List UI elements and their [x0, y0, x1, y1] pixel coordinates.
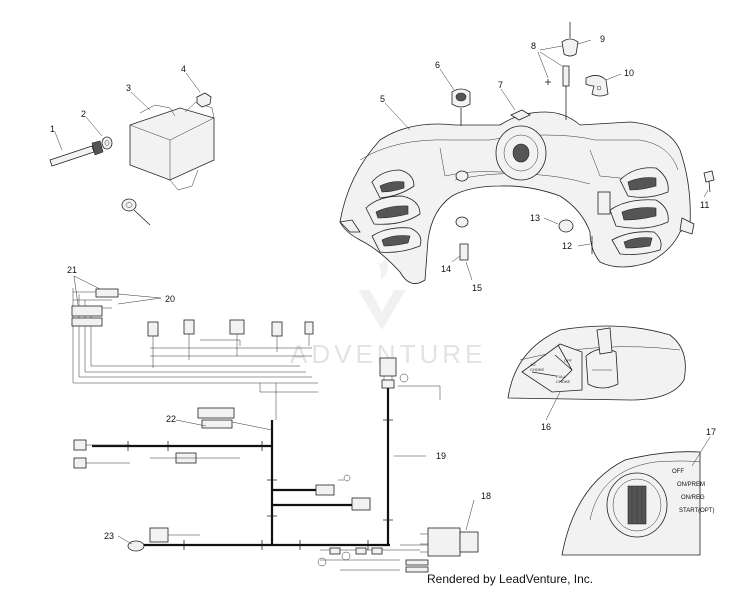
svg-text:FULL: FULL	[556, 374, 567, 379]
callout-16: 16	[541, 422, 551, 432]
callout-20: 20	[165, 294, 175, 304]
ignition-start-label: START(OPT)	[679, 508, 714, 514]
svg-text:1/2: 1/2	[530, 362, 536, 367]
callout-22: 22	[166, 414, 176, 424]
render-credit: Rendered by LeadVenture, Inc.	[427, 572, 594, 586]
callout-23: 23	[104, 531, 114, 541]
wiring-harness	[71, 288, 479, 573]
callout-3: 3	[126, 83, 131, 93]
svg-text:CHOKE: CHOKE	[556, 379, 571, 384]
callout-11: 11	[700, 200, 709, 210]
washer	[101, 136, 113, 150]
nut	[196, 92, 212, 108]
callout-1: 1	[50, 124, 55, 134]
svg-text:OFF: OFF	[564, 358, 573, 363]
screw	[703, 170, 715, 193]
grommet	[558, 219, 574, 233]
callout-2: 2	[81, 109, 86, 119]
ignition-on-prem-label: ON/PREM	[677, 482, 705, 488]
callout-6: 6	[435, 60, 440, 70]
bracket	[585, 75, 609, 97]
clip	[510, 109, 531, 121]
bolt	[49, 140, 104, 167]
choke-detail: OFF 1/2 CHOKE FULL CHOKE	[507, 325, 686, 401]
callout-4: 4	[181, 64, 186, 74]
control-module	[129, 101, 215, 191]
module-assembly	[49, 72, 215, 226]
callout-5: 5	[380, 94, 385, 104]
callout-7: 7	[498, 80, 503, 90]
callout-9: 9	[600, 34, 605, 44]
indicator-socket	[451, 88, 471, 126]
socket-lower	[459, 243, 469, 261]
callout-21: 21	[67, 265, 77, 275]
callout-12: 12	[562, 241, 572, 251]
callout-15: 15	[472, 283, 482, 293]
svg-text:CHOKE: CHOKE	[530, 367, 545, 372]
ground-wire-terminal	[121, 198, 151, 226]
callout-8: 8	[531, 41, 536, 51]
callout-18: 18	[481, 491, 491, 501]
dash-console	[339, 111, 695, 284]
nut-lower	[455, 216, 469, 228]
watermark-logo	[358, 258, 406, 330]
ignition-off-label: OFF	[672, 469, 684, 475]
callout-13: 13	[530, 213, 540, 223]
callout-17: 17	[706, 427, 716, 437]
callout-14: 14	[441, 264, 451, 274]
ignition-switch-detail	[561, 451, 701, 556]
connector-plug	[561, 22, 579, 57]
bulb-assembly	[545, 65, 570, 120]
callout-19: 19	[436, 451, 446, 461]
ignition-on-reg-label: ON/REG	[681, 495, 705, 501]
callout-10: 10	[624, 68, 634, 78]
